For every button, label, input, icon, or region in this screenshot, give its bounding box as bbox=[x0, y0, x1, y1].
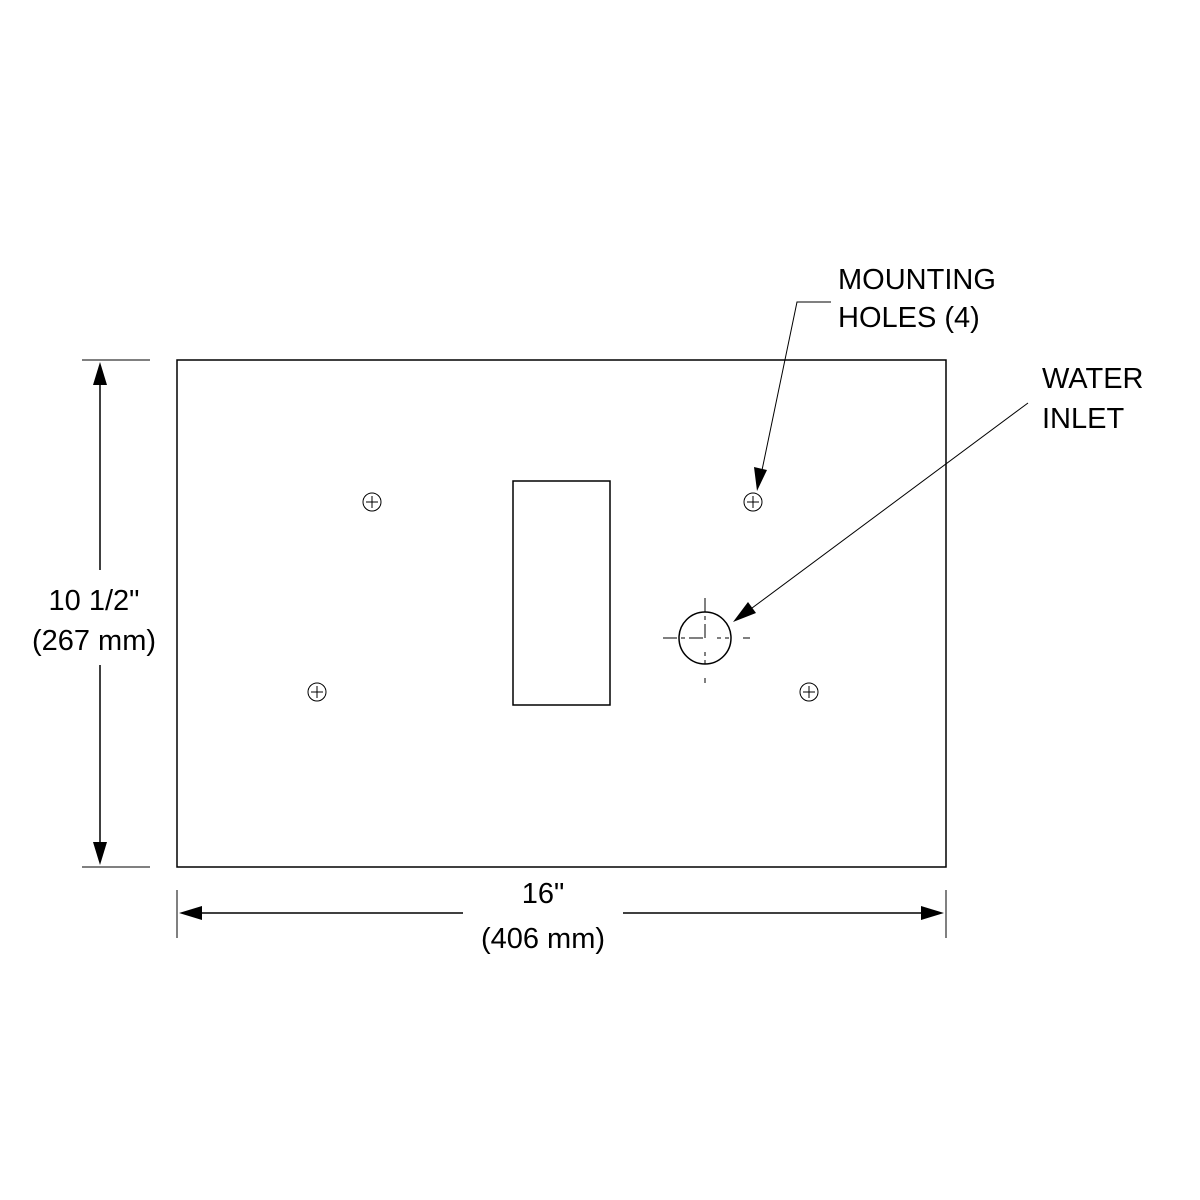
mounting-holes-leader-line bbox=[760, 301, 831, 476]
water-inlet-hole bbox=[663, 598, 750, 683]
height-dimension-imperial: 10 1/2" bbox=[49, 585, 140, 617]
water-inlet-label-line2: INLET bbox=[1042, 403, 1124, 435]
mounting-hole-top-left bbox=[362, 492, 382, 512]
width-dimension-imperial: 16" bbox=[522, 878, 565, 910]
mounting-hole-top-right bbox=[743, 492, 763, 512]
height-dimension-metric: (267 mm) bbox=[32, 625, 156, 657]
mounting-holes-label-line2: HOLES (4) bbox=[838, 302, 980, 334]
mounting-holes-leader-arrow bbox=[754, 467, 767, 491]
mounting-holes-label-line1: MOUNTING bbox=[838, 264, 996, 296]
plate-outline bbox=[176, 359, 947, 868]
height-arrow-top bbox=[93, 362, 107, 385]
center-cutout bbox=[512, 480, 611, 706]
mounting-hole-bottom-left bbox=[307, 682, 327, 702]
width-dimension-metric: (406 mm) bbox=[481, 923, 605, 955]
height-arrow-bottom bbox=[93, 842, 107, 865]
water-inlet-leader-line bbox=[747, 402, 1029, 612]
water-inlet-leader-arrow bbox=[733, 602, 756, 622]
mounting-hole-bottom-right bbox=[799, 682, 819, 702]
water-inlet-label-line1: WATER bbox=[1042, 363, 1144, 395]
width-arrow-right bbox=[921, 906, 944, 920]
width-arrow-left bbox=[179, 906, 202, 920]
